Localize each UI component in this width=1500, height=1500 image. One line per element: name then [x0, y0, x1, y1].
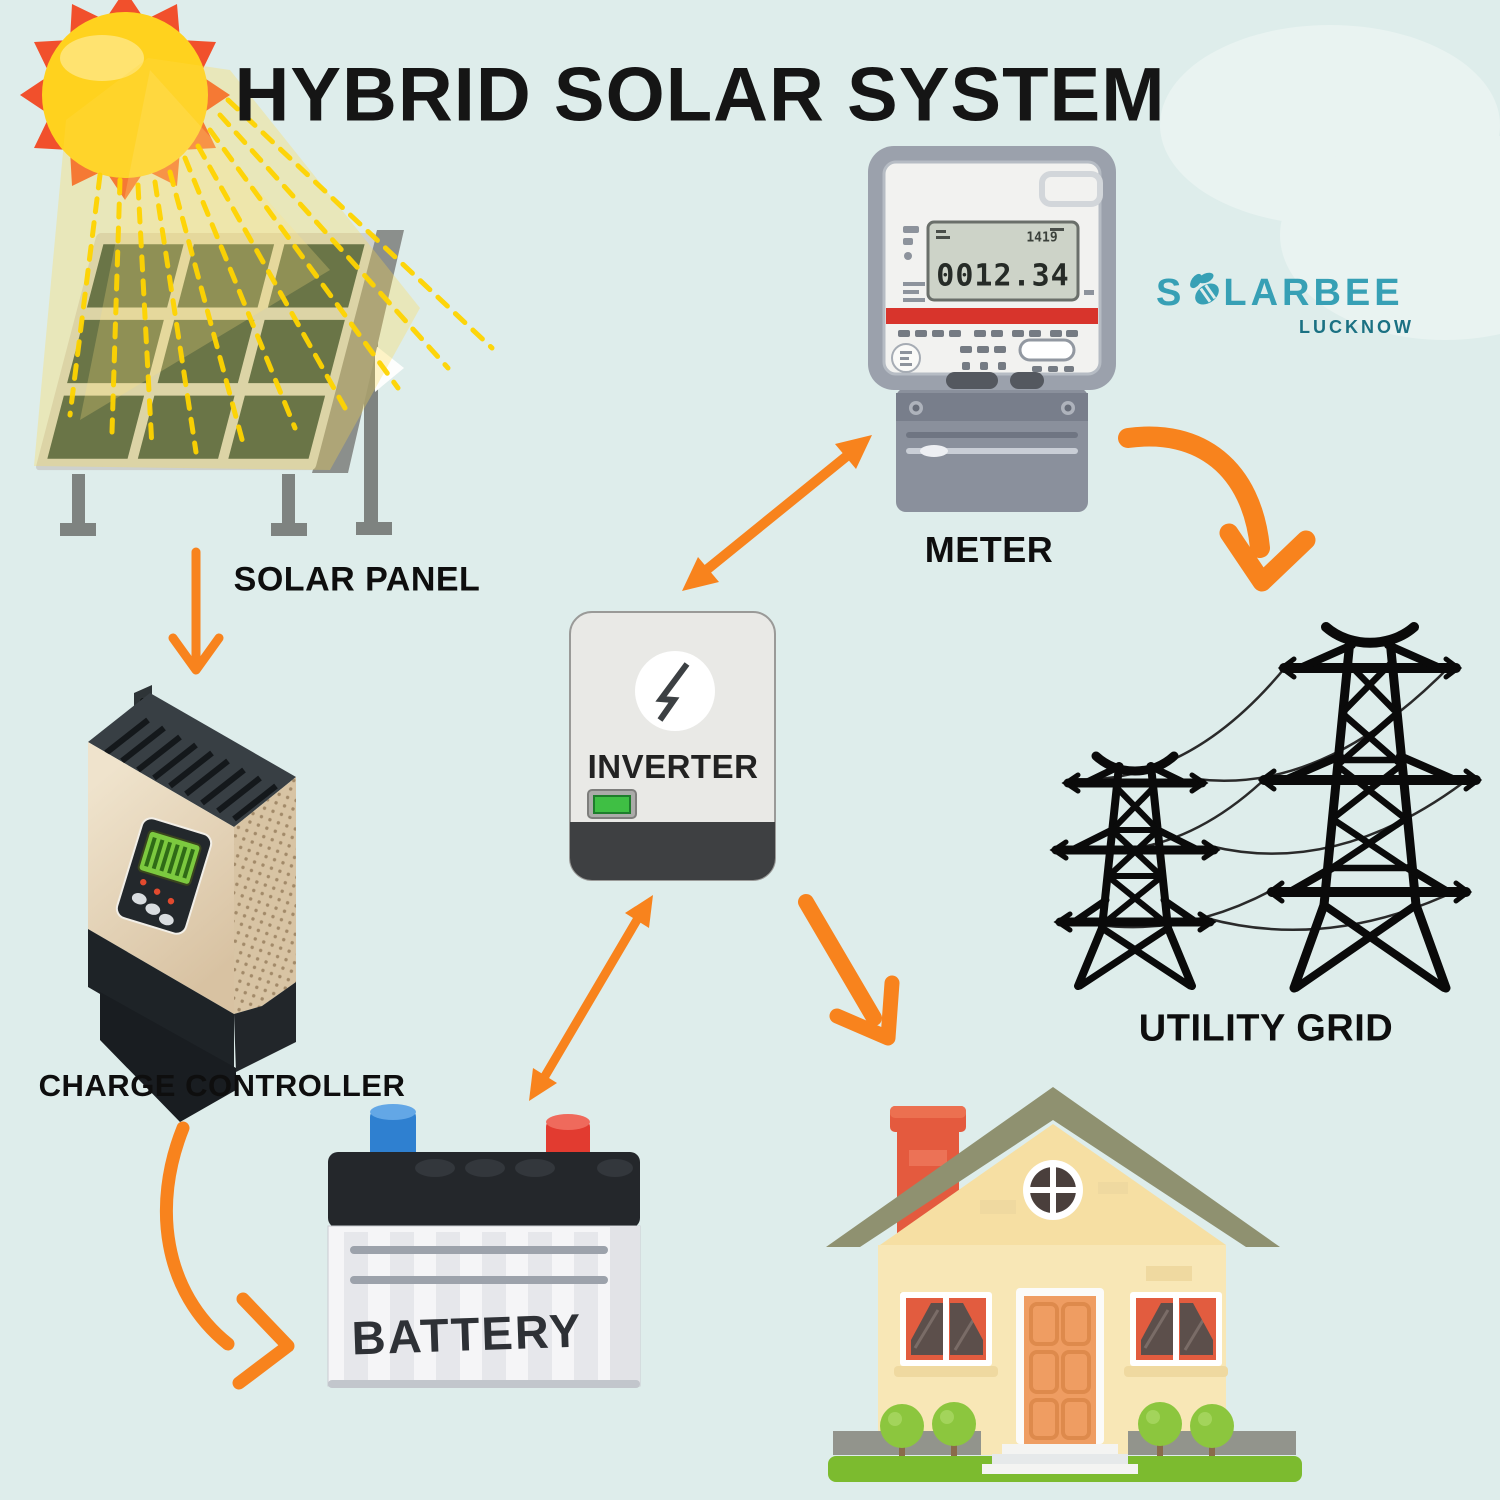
- battery-negative-terminal: [370, 1110, 416, 1162]
- brand-suffix: LARBEE: [1223, 272, 1404, 314]
- label-utility-grid: UTILITY GRID: [1138, 1007, 1394, 1050]
- meter-lcd: [926, 220, 1080, 302]
- arrow-inverter-meter: [682, 435, 872, 591]
- utility-grid-illustration: [1049, 622, 1483, 993]
- meter-reading: 0012.34: [936, 258, 1070, 294]
- label-solar-panel: SOLAR PANEL: [233, 560, 481, 599]
- charge-controller-illustration: [88, 685, 296, 1122]
- cloud-shape: [1160, 25, 1500, 340]
- battery-illustration: [327, 1104, 641, 1388]
- meter-label-window: [1039, 171, 1103, 207]
- left-window: [894, 1292, 998, 1377]
- controller-display: [115, 817, 213, 935]
- inverter-illustration: [569, 611, 776, 881]
- arrow-meter-to-grid: [1118, 426, 1316, 592]
- meter-buttons: [898, 330, 1078, 372]
- meter-illustration: [868, 146, 1116, 512]
- solar-panel-illustration: [36, 230, 404, 536]
- arrow-inverter-to-house: [798, 894, 900, 1046]
- round-window: [1023, 1160, 1083, 1220]
- right-window: [1124, 1292, 1228, 1377]
- house-illustration: [826, 1087, 1302, 1482]
- sun-icon: [20, 0, 230, 200]
- tower-small: [1049, 751, 1221, 990]
- meter-sub-reading: 1419: [1026, 230, 1058, 246]
- panel-legs: [60, 474, 392, 536]
- arrow-panel-to-controller: [168, 547, 224, 675]
- label-charge-controller: CHARGE CONTROLLER: [38, 1068, 406, 1103]
- brand-name: S LARBEE: [1156, 272, 1414, 314]
- tower-large: [1257, 622, 1483, 993]
- bushes: [880, 1402, 1234, 1448]
- meter-side-icons: [903, 226, 1094, 302]
- label-inverter: INVERTER: [587, 748, 759, 785]
- bee-icon: [1190, 272, 1220, 305]
- roof: [826, 1087, 1280, 1247]
- flow-arrows: [159, 426, 1316, 1390]
- label-meter: METER: [924, 529, 1054, 570]
- sun-beam: [34, 58, 495, 470]
- brand-logo: S LARBEE LUCKNOW: [1156, 272, 1414, 338]
- arrow-controller-to-battery: [159, 1121, 295, 1390]
- arrow-inverter-battery: [529, 895, 653, 1101]
- label-battery: BATTERY: [350, 1303, 584, 1365]
- door-steps: [982, 1444, 1138, 1474]
- page-title: HYBRID SOLAR SYSTEM: [234, 52, 1166, 138]
- front-door: [1016, 1288, 1104, 1444]
- brand-city: LUCKNOW: [1299, 317, 1414, 337]
- brand-prefix: S: [1156, 272, 1186, 314]
- panel-side-strut: [312, 230, 404, 473]
- lightning-bolt-icon: [655, 662, 690, 722]
